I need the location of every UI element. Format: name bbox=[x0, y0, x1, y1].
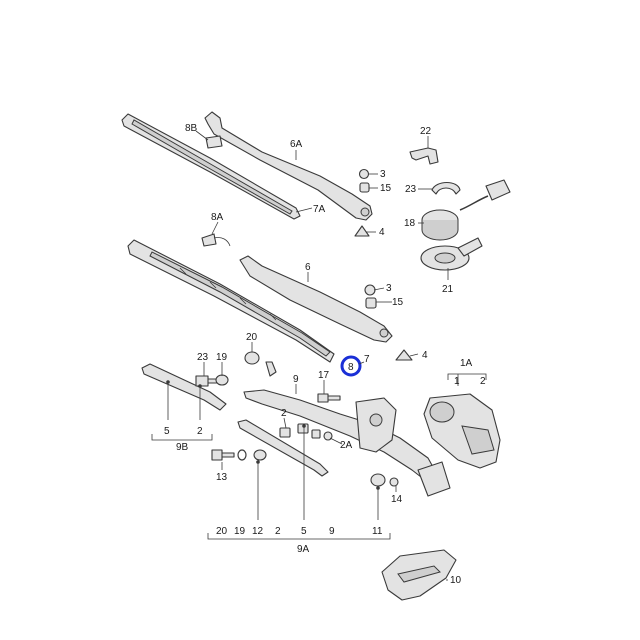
label-20-upper: 20 bbox=[246, 332, 258, 343]
label-21: 21 bbox=[442, 284, 454, 295]
label-15-upper: 15 bbox=[380, 183, 392, 194]
bracket-1a bbox=[447, 373, 487, 380]
label-7: 7 bbox=[364, 354, 370, 365]
label-9-bottom: 9 bbox=[329, 526, 335, 537]
bracket-10 bbox=[381, 549, 457, 601]
label-23-lower: 23 bbox=[197, 352, 209, 363]
motor-gasket-21 bbox=[420, 237, 483, 271]
label-11: 11 bbox=[372, 526, 383, 537]
label-18: 18 bbox=[404, 218, 416, 229]
label-2-bottom: 2 bbox=[275, 526, 281, 537]
washer-4-lower bbox=[395, 349, 413, 361]
callout-labels: 8B 6A 7A 3 15 4 22 23 18 21 8A 6 3 15 4 … bbox=[164, 123, 486, 586]
label-2-left: 2 bbox=[197, 426, 203, 437]
wiper-motor-1a bbox=[423, 393, 501, 469]
connector-cable bbox=[459, 179, 511, 211]
upper-wiper-arm-6a bbox=[204, 111, 373, 221]
label-1: 1 bbox=[454, 376, 460, 387]
bracket-9b bbox=[151, 434, 213, 441]
label-22: 22 bbox=[420, 126, 432, 137]
clip-8a bbox=[201, 233, 231, 247]
leader-lines bbox=[166, 130, 459, 581]
label-10: 10 bbox=[450, 575, 462, 586]
label-1a: 1A bbox=[460, 358, 473, 369]
bushing-20-upper bbox=[244, 351, 260, 365]
nut-3-lower bbox=[364, 284, 376, 296]
lower-wiper-blade-7 bbox=[127, 239, 335, 363]
label-6: 6 bbox=[305, 262, 311, 273]
clip-8b bbox=[205, 135, 223, 149]
label-13: 13 bbox=[216, 472, 228, 483]
link-rod-5-lower bbox=[237, 419, 329, 477]
label-9a: 9A bbox=[297, 544, 310, 555]
label-9-upper: 9 bbox=[293, 374, 299, 385]
label-5-left: 5 bbox=[164, 426, 170, 437]
label-3-lower: 3 bbox=[386, 283, 392, 294]
label-23-upper: 23 bbox=[405, 184, 417, 195]
label-14: 14 bbox=[391, 494, 403, 505]
bushing-11 bbox=[370, 473, 386, 487]
label-2-motor: 2 bbox=[480, 376, 486, 387]
grommet-19-upper bbox=[215, 374, 229, 386]
label-4-lower: 4 bbox=[422, 350, 428, 361]
label-4-upper: 4 bbox=[379, 227, 385, 238]
label-5-bottom: 5 bbox=[301, 526, 307, 537]
washer-4-upper bbox=[354, 225, 370, 237]
bushing-12 bbox=[253, 449, 267, 461]
wiper-frame-9 bbox=[243, 361, 451, 497]
label-2a: 2A bbox=[340, 440, 353, 451]
clamp-ring-23 bbox=[431, 181, 461, 195]
label-3-upper: 3 bbox=[380, 169, 386, 180]
label-8a: 8A bbox=[211, 212, 224, 223]
nut-3-upper bbox=[358, 168, 370, 180]
label-9b: 9B bbox=[176, 442, 189, 453]
label-19-bottom: 19 bbox=[234, 526, 246, 537]
link-rod-5-left bbox=[141, 363, 227, 411]
bracket-22 bbox=[409, 147, 439, 165]
label-19-upper: 19 bbox=[216, 352, 228, 363]
cap-15-lower bbox=[365, 297, 377, 309]
bolt-17 bbox=[317, 393, 341, 403]
label-8b: 8B bbox=[185, 123, 198, 134]
ring-19-lower bbox=[237, 449, 247, 461]
label-15-lower: 15 bbox=[392, 297, 404, 308]
callout-8-highlight bbox=[340, 355, 362, 377]
label-2-frame: 2 bbox=[281, 408, 287, 419]
lower-wiper-arm-6 bbox=[239, 255, 393, 343]
cap-15-upper bbox=[359, 182, 370, 193]
clips-2 bbox=[279, 423, 333, 441]
label-17: 17 bbox=[318, 370, 330, 381]
label-7a: 7A bbox=[313, 204, 326, 215]
label-12: 12 bbox=[252, 526, 264, 537]
label-20-bottom: 20 bbox=[216, 526, 228, 537]
label-8: 8 bbox=[348, 362, 354, 373]
nut-14 bbox=[389, 477, 399, 487]
bracket-9a bbox=[207, 533, 391, 540]
bolt-13 bbox=[211, 449, 235, 461]
upper-wiper-blade-7a bbox=[121, 113, 301, 220]
label-6a: 6A bbox=[290, 139, 303, 150]
motor-cap-18 bbox=[421, 209, 459, 241]
